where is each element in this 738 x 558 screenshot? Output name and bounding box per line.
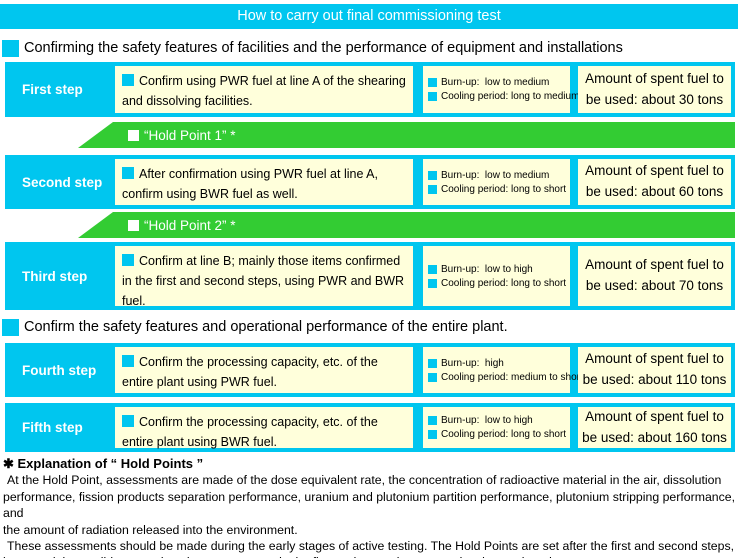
square-bullet-icon — [122, 254, 134, 266]
burnup-line: Burn-up: low to medium — [428, 77, 570, 88]
hold-points-explanation: ✱ Explanation of “ Hold Points ” At the … — [3, 456, 736, 558]
amount-cell: Amount of spent fuel to be used: about 3… — [578, 66, 731, 113]
step-description: Confirm using PWR fuel at line A of the … — [122, 74, 406, 108]
amount-text: Amount of spent fuel to be used: about 3… — [585, 70, 724, 107]
burnup-text: Burn-up: low to medium — [441, 169, 550, 181]
step-description-cell: After confirmation using PWR fuel at lin… — [115, 159, 413, 205]
burnup-cell: Burn-up: high Cooling period: medium to … — [423, 347, 583, 393]
square-bullet-icon — [122, 355, 134, 367]
square-bullet-icon — [428, 278, 437, 288]
footnote-line: At the Hold Point, assessments are made … — [7, 473, 722, 488]
burnup-line: Burn-up: low to medium — [428, 170, 570, 181]
cooling-text: Cooling period: long to short — [441, 277, 567, 289]
amount-text: Amount of spent fuel to be used: about 6… — [585, 163, 724, 199]
cooling-line: Cooling period: medium to short — [428, 372, 583, 383]
amount-text: Amount of spent fuel to be used: about 1… — [582, 408, 727, 445]
step-description-cell: Confirm the processing capacity, etc. of… — [115, 407, 413, 449]
burnup-text: Burn-up: low to high — [441, 263, 533, 275]
square-bullet-icon — [122, 167, 134, 179]
amount-text: Amount of spent fuel to be used: about 1… — [582, 351, 727, 387]
square-bullet-icon — [2, 318, 19, 336]
step-description: Confirm the processing capacity, etc. of… — [122, 415, 378, 449]
step-description-cell: Confirm using PWR fuel at line A of the … — [115, 66, 413, 113]
square-bullet-icon — [428, 372, 437, 382]
square-bullet-icon — [428, 430, 437, 439]
footnote-heading: ✱ Explanation of “ Hold Points ” — [3, 456, 204, 471]
cooling-line: Cooling period: long to short — [428, 429, 570, 440]
cooling-line: Cooling period: long to short — [428, 278, 570, 289]
cooling-text: Cooling period: long to short — [441, 429, 567, 440]
burnup-text: Burn-up: low to medium — [441, 77, 550, 88]
hold-point-2-banner: “Hold Point 2” * — [78, 212, 735, 238]
step-row-fourth: Fourth step Confirm the processing capac… — [5, 343, 735, 397]
square-bullet-icon — [2, 39, 19, 57]
square-bullet-icon — [428, 92, 437, 101]
footnote-line: because it is possible to conduct the as… — [3, 554, 736, 558]
burnup-line: Burn-up: low to high — [428, 264, 570, 275]
burnup-cell: Burn-up: low to medium Cooling period: l… — [423, 159, 570, 205]
step-row-first: First step Confirm using PWR fuel at lin… — [5, 62, 735, 117]
step-row-fifth: Fifth step Confirm the processing capaci… — [5, 403, 735, 452]
section-header-1-label: Confirming the safety features of facili… — [24, 40, 623, 56]
step-label: Fifth step — [22, 420, 83, 435]
cooling-text: Cooling period: long to medium — [441, 91, 580, 102]
burnup-cell: Burn-up: low to high Cooling period: lon… — [423, 407, 570, 448]
step-label: First step — [22, 82, 83, 97]
step-row-third: Third step Confirm at line B; mainly tho… — [5, 242, 735, 310]
step-description-cell: Confirm the processing capacity, etc. of… — [115, 347, 413, 393]
footnote-line: the amount of radiation released into th… — [3, 522, 298, 537]
amount-cell: Amount of spent fuel to be used: about 1… — [578, 407, 731, 448]
hold-point-1-label: “Hold Point 1” * — [144, 127, 236, 143]
square-bullet-icon — [428, 78, 437, 87]
square-bullet-icon — [428, 358, 437, 368]
amount-text: Amount of spent fuel to be used: about 7… — [585, 257, 724, 293]
square-bullet-icon — [428, 170, 437, 180]
hold-point-2-label: “Hold Point 2” * — [144, 217, 236, 233]
step-row-second: Second step After confirmation using PWR… — [5, 155, 735, 209]
burnup-cell: Burn-up: low to high Cooling period: lon… — [423, 246, 570, 306]
burnup-text: Burn-up: high — [441, 357, 504, 369]
step-description: Confirm the processing capacity, etc. of… — [122, 355, 378, 389]
cooling-text: Cooling period: long to short — [441, 183, 567, 195]
amount-cell: Amount of spent fuel to be used: about 6… — [578, 159, 731, 205]
burnup-line: Burn-up: high — [428, 358, 570, 369]
section-header-2: Confirm the safety features and operatio… — [2, 316, 508, 338]
burnup-text: Burn-up: low to high — [441, 415, 533, 426]
amount-cell: Amount of spent fuel to be used: about 1… — [578, 347, 731, 393]
cooling-text: Cooling period: medium to short — [441, 371, 583, 383]
square-bullet-icon — [122, 415, 134, 427]
burnup-cell: Burn-up: low to medium Cooling period: l… — [423, 66, 579, 113]
step-description-cell: Confirm at line B; mainly those items co… — [115, 246, 413, 308]
page-title: How to carry out final commissioning tes… — [0, 4, 738, 29]
footnote-line: These assessments should be made during … — [7, 539, 735, 554]
square-bullet-icon — [428, 416, 437, 425]
hold-point-1-banner: “Hold Point 1” * — [78, 122, 735, 148]
section-header-2-label: Confirm the safety features and operatio… — [24, 319, 508, 335]
cooling-line: Cooling period: long to short — [428, 184, 570, 195]
step-label: Fourth step — [22, 362, 97, 378]
step-description: Confirm at line B; mainly those items co… — [122, 254, 405, 308]
square-bullet-icon — [428, 184, 437, 194]
step-description: After confirmation using PWR fuel at lin… — [122, 167, 378, 201]
square-bullet-icon — [428, 264, 437, 274]
step-label: Third step — [22, 268, 88, 284]
square-bullet-icon — [128, 219, 139, 231]
step-label: Second step — [22, 174, 103, 190]
footnote-line: performance, fission products separation… — [3, 489, 736, 521]
burnup-line: Burn-up: low to high — [428, 415, 570, 426]
cooling-line: Cooling period: long to medium — [428, 91, 579, 102]
square-bullet-icon — [122, 74, 134, 86]
section-header-1: Confirming the safety features of facili… — [2, 37, 623, 59]
square-bullet-icon — [128, 129, 139, 141]
amount-cell: Amount of spent fuel to be used: about 7… — [578, 246, 731, 306]
